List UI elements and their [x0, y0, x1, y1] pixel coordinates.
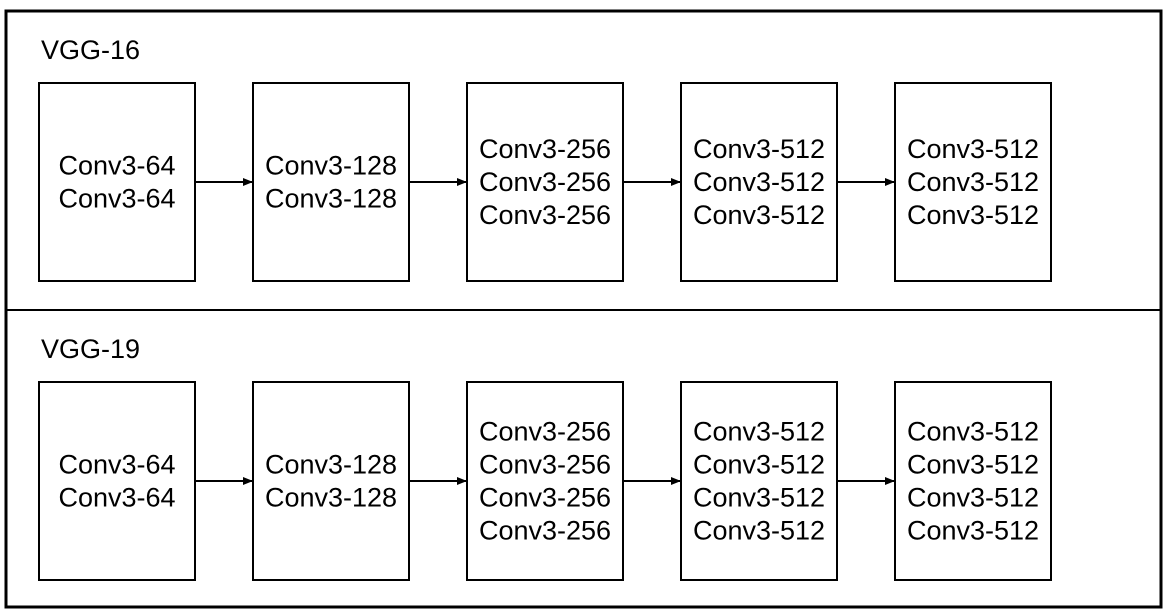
panel-title: VGG-19 — [41, 334, 140, 364]
conv-layer-label: Conv3-512 — [907, 200, 1039, 230]
conv-layer-label: Conv3-256 — [479, 134, 611, 164]
panel-2: VGG-19Conv3-64Conv3-64Conv3-128Conv3-128… — [38, 334, 1052, 581]
conv-block-box — [466, 381, 624, 581]
conv-layer-label: Conv3-512 — [693, 450, 825, 480]
conv-block-box — [38, 381, 196, 581]
conv-block-box — [680, 381, 838, 581]
conv-layer-label: Conv3-512 — [693, 417, 825, 447]
conv-layer-label: Conv3-512 — [907, 167, 1039, 197]
conv-block-box — [252, 381, 410, 581]
conv-layer-label: Conv3-512 — [907, 516, 1039, 546]
conv-layer-label: Conv3-64 — [58, 151, 175, 181]
conv-layer-label: Conv3-512 — [907, 450, 1039, 480]
conv-layer-label: Conv3-512 — [693, 134, 825, 164]
conv-layer-label: Conv3-512 — [907, 134, 1039, 164]
conv-block-box — [252, 82, 410, 282]
conv-layer-label: Conv3-512 — [907, 483, 1039, 513]
conv-layer-label: Conv3-256 — [479, 516, 611, 546]
conv-block-box — [466, 82, 624, 282]
conv-block-box — [680, 82, 838, 282]
panel-1: VGG-16Conv3-64Conv3-64Conv3-128Conv3-128… — [38, 35, 1052, 282]
conv-block-box — [894, 82, 1052, 282]
conv-layer-label: Conv3-256 — [479, 167, 611, 197]
conv-layer-label: Conv3-128 — [265, 184, 397, 214]
conv-block-box — [894, 381, 1052, 581]
conv-layer-label: Conv3-128 — [265, 483, 397, 513]
conv-layer-label: Conv3-256 — [479, 483, 611, 513]
conv-layer-label: Conv3-256 — [479, 200, 611, 230]
conv-layer-label: Conv3-256 — [479, 417, 611, 447]
conv-layer-label: Conv3-64 — [58, 483, 175, 513]
conv-layer-label: Conv3-64 — [58, 184, 175, 214]
conv-layer-label: Conv3-256 — [479, 450, 611, 480]
conv-layer-label: Conv3-128 — [265, 151, 397, 181]
conv-layer-label: Conv3-128 — [265, 450, 397, 480]
conv-layer-label: Conv3-512 — [693, 516, 825, 546]
conv-layer-label: Conv3-512 — [693, 200, 825, 230]
panel-title: VGG-16 — [41, 35, 140, 65]
conv-layer-label: Conv3-512 — [693, 483, 825, 513]
conv-block-box — [38, 82, 196, 282]
conv-layer-label: Conv3-64 — [58, 450, 175, 480]
conv-layer-label: Conv3-512 — [693, 167, 825, 197]
conv-layer-label: Conv3-512 — [907, 417, 1039, 447]
